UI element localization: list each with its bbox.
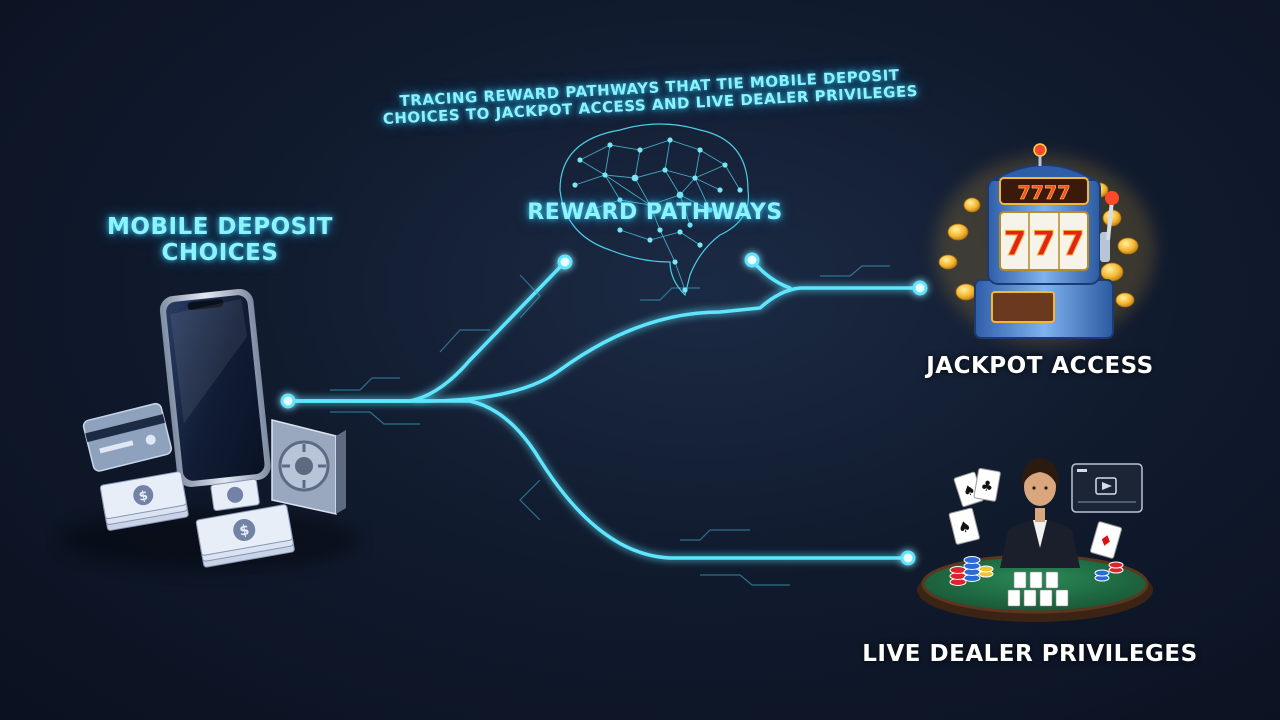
smartphone-icon — [159, 288, 271, 487]
credit-card-icon — [82, 402, 173, 472]
mobile-deposit-illustration: $ $ — [60, 288, 360, 570]
svg-text:$: $ — [138, 488, 150, 504]
endpoint-reward-right — [744, 252, 760, 268]
mobile-deposit-label-line-2: CHOICES — [161, 240, 279, 267]
path-to-live-dealer — [286, 399, 910, 560]
svg-text:♣: ♣ — [979, 478, 994, 496]
slot-top-symbols: 7777 — [1018, 182, 1071, 204]
slot-machine-icon: 7777 7 7 7 — [935, 143, 1155, 345]
slot-reel-3: 7 — [1061, 224, 1085, 264]
circuit-traces — [330, 265, 890, 586]
live-dealer-illustration: ♠ ♣ ♠ ♦ — [917, 458, 1153, 622]
endpoint-live-dealer — [900, 550, 916, 566]
svg-text:♠: ♠ — [956, 517, 973, 538]
brain-network-icon — [559, 123, 750, 297]
svg-text:$: $ — [238, 522, 250, 539]
path-to-jackpot — [286, 286, 922, 403]
mobile-deposit-label-line-1: MOBILE DEPOSIT — [107, 214, 333, 240]
endpoint-reward-left — [557, 254, 573, 270]
cash-stack-icon: $ $ — [99, 471, 295, 568]
mobile-deposit-label: MOBILE DEPOSIT CHOICES — [80, 214, 360, 267]
slot-lever — [1100, 191, 1119, 262]
poker-chip-icon — [949, 556, 1124, 586]
path-to-reward-left — [286, 260, 567, 403]
pathway-endpoints — [280, 252, 928, 566]
live-dealer-privileges-label: LIVE DEALER PRIVILEGES — [862, 641, 1198, 667]
vault-icon — [271, 419, 346, 515]
reward-pathway-lines — [286, 258, 922, 560]
video-stream-icon — [1071, 463, 1143, 513]
endpoint-mobile — [280, 393, 296, 409]
jackpot-access-label: JACKPOT ACCESS — [926, 353, 1154, 379]
slot-reel-1: 7 — [1003, 224, 1027, 264]
svg-text:♦: ♦ — [1097, 530, 1115, 551]
endpoint-jackpot — [912, 280, 928, 296]
playing-card-icon: ♠ ♣ ♠ ♦ — [948, 467, 1122, 607]
dealer-icon — [1000, 458, 1080, 568]
slot-reel-2: 7 — [1032, 224, 1056, 264]
reward-pathways-label: REWARD PATHWAYS — [527, 200, 783, 225]
